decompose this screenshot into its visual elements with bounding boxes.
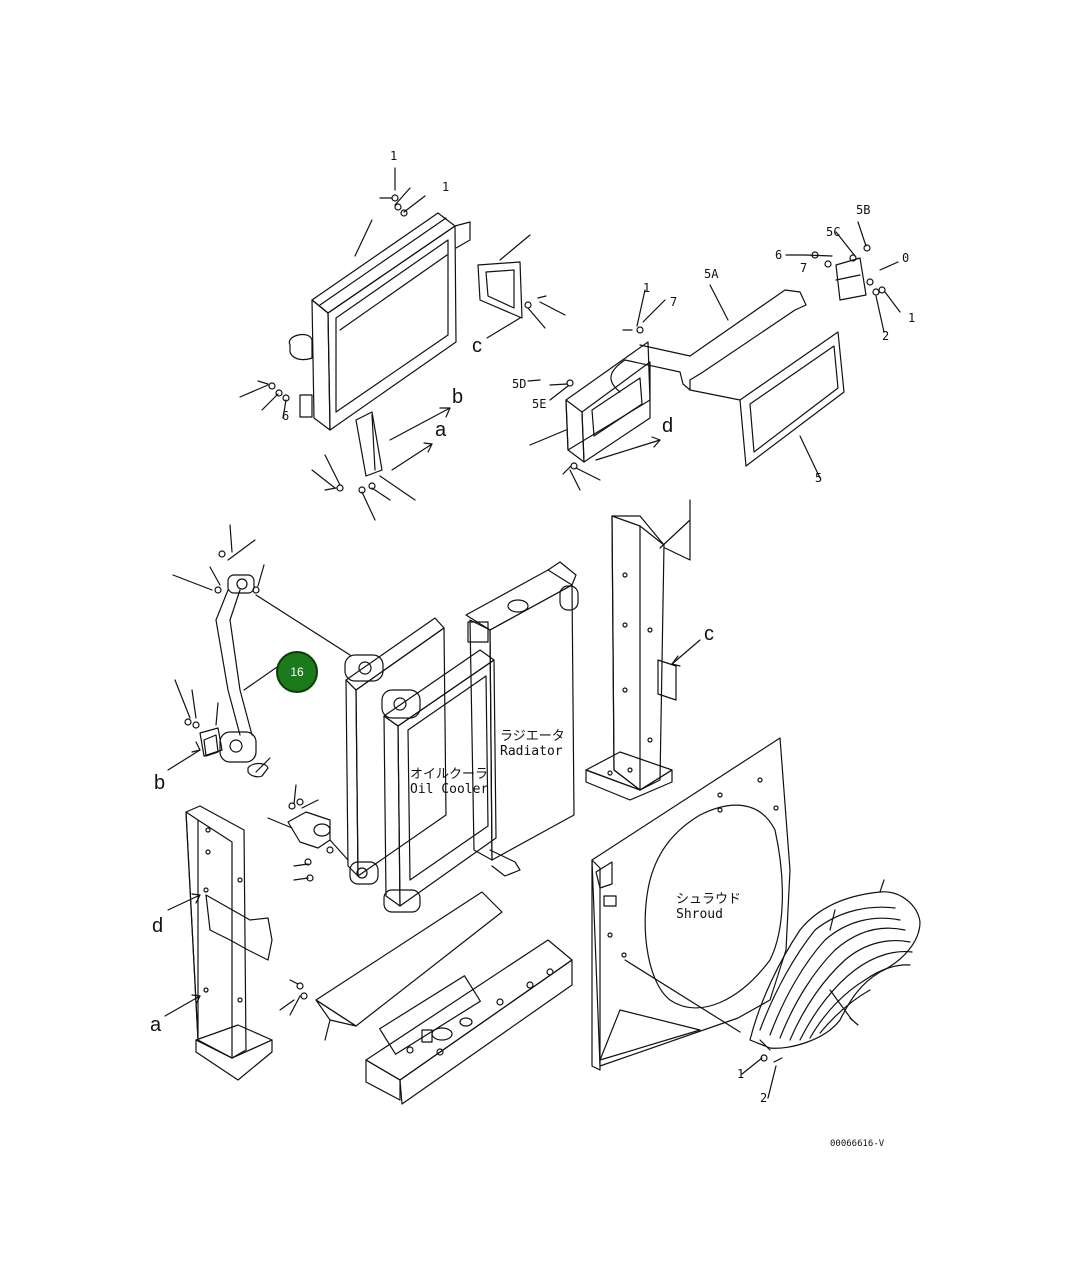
part-number-6: 6: [775, 248, 783, 262]
part-number-1-top-right: 1: [442, 180, 450, 194]
aftercooler-bracket-right: [477, 261, 523, 319]
oil-cooler-label-en: Oil Cooler: [410, 782, 489, 797]
shroud-label-jp: シュラウド: [676, 892, 742, 907]
ref-label-b-left: b: [154, 772, 166, 794]
bracket-5e: [565, 341, 651, 463]
part-number-7: 7: [800, 261, 808, 275]
drawing-code: 00066616-V: [830, 1139, 885, 1149]
ref-label-c-top: c: [472, 335, 482, 357]
aftercooler-bolts: [239, 167, 566, 521]
reference-arrows-d-top: [595, 436, 661, 461]
part-number-2: 2: [882, 329, 890, 343]
radiator-label-jp: ラジエータ: [500, 729, 565, 744]
part-number-2-bottom: 2: [760, 1091, 768, 1105]
part-number-5c: 5C: [826, 225, 841, 239]
part-number-5a: 5A: [704, 267, 719, 281]
clamp-b: [167, 727, 223, 771]
reference-arrows-top: [389, 317, 521, 471]
shroud-label-en: Shroud: [676, 907, 723, 922]
cover-plate-6: [739, 331, 845, 467]
part-number-1-top: 1: [390, 149, 398, 163]
fan-guard: [741, 879, 921, 1099]
oil-cooler: [344, 617, 447, 885]
radiator-rear: [465, 561, 579, 877]
part-number-7b: 7: [670, 295, 678, 309]
shroud: [591, 737, 791, 1071]
ref-label-c-right: c: [704, 623, 714, 645]
part-number-5e: 5E: [532, 397, 547, 411]
bracket-small-right: [835, 257, 867, 301]
top-right-bolts: [527, 221, 901, 491]
part-number-5b: 5B: [856, 203, 871, 217]
ref-label-d-left: d: [152, 915, 164, 937]
support-bar-5a: [610, 289, 807, 401]
lower-guard-plate: [315, 891, 503, 1041]
part-number-5: 5: [815, 471, 823, 485]
part-number-1: 1: [908, 311, 916, 325]
part-number-0: 0: [902, 251, 910, 265]
left-upright-frame: [164, 805, 273, 1081]
aftercooler-core: [288, 212, 471, 431]
part-number-5d: 5D: [512, 377, 527, 391]
radiator-front: [381, 649, 497, 913]
radiator-label-en: Radiator: [500, 744, 563, 759]
aftercooler-bracket-lower: [355, 411, 383, 477]
ref-label-a-left: a: [150, 1014, 162, 1036]
oil-cooler-label-jp: オイルクーラ: [410, 767, 489, 782]
part-number-1-bottom: 1: [737, 1067, 745, 1081]
part-number-6-left: 6: [282, 409, 290, 423]
ref-label-b-top: b: [452, 386, 464, 408]
callout-badge-16[interactable]: 16: [276, 651, 318, 693]
outlet-elbow: [267, 784, 349, 882]
ref-label-d-top: d: [662, 415, 674, 437]
pipe-assembly-16: [172, 524, 351, 778]
vertical-support-c: [585, 499, 701, 801]
part-number-1-upper: 1: [643, 281, 651, 295]
ref-label-a-top: a: [435, 419, 447, 441]
lower-frame-tray: [279, 939, 573, 1105]
